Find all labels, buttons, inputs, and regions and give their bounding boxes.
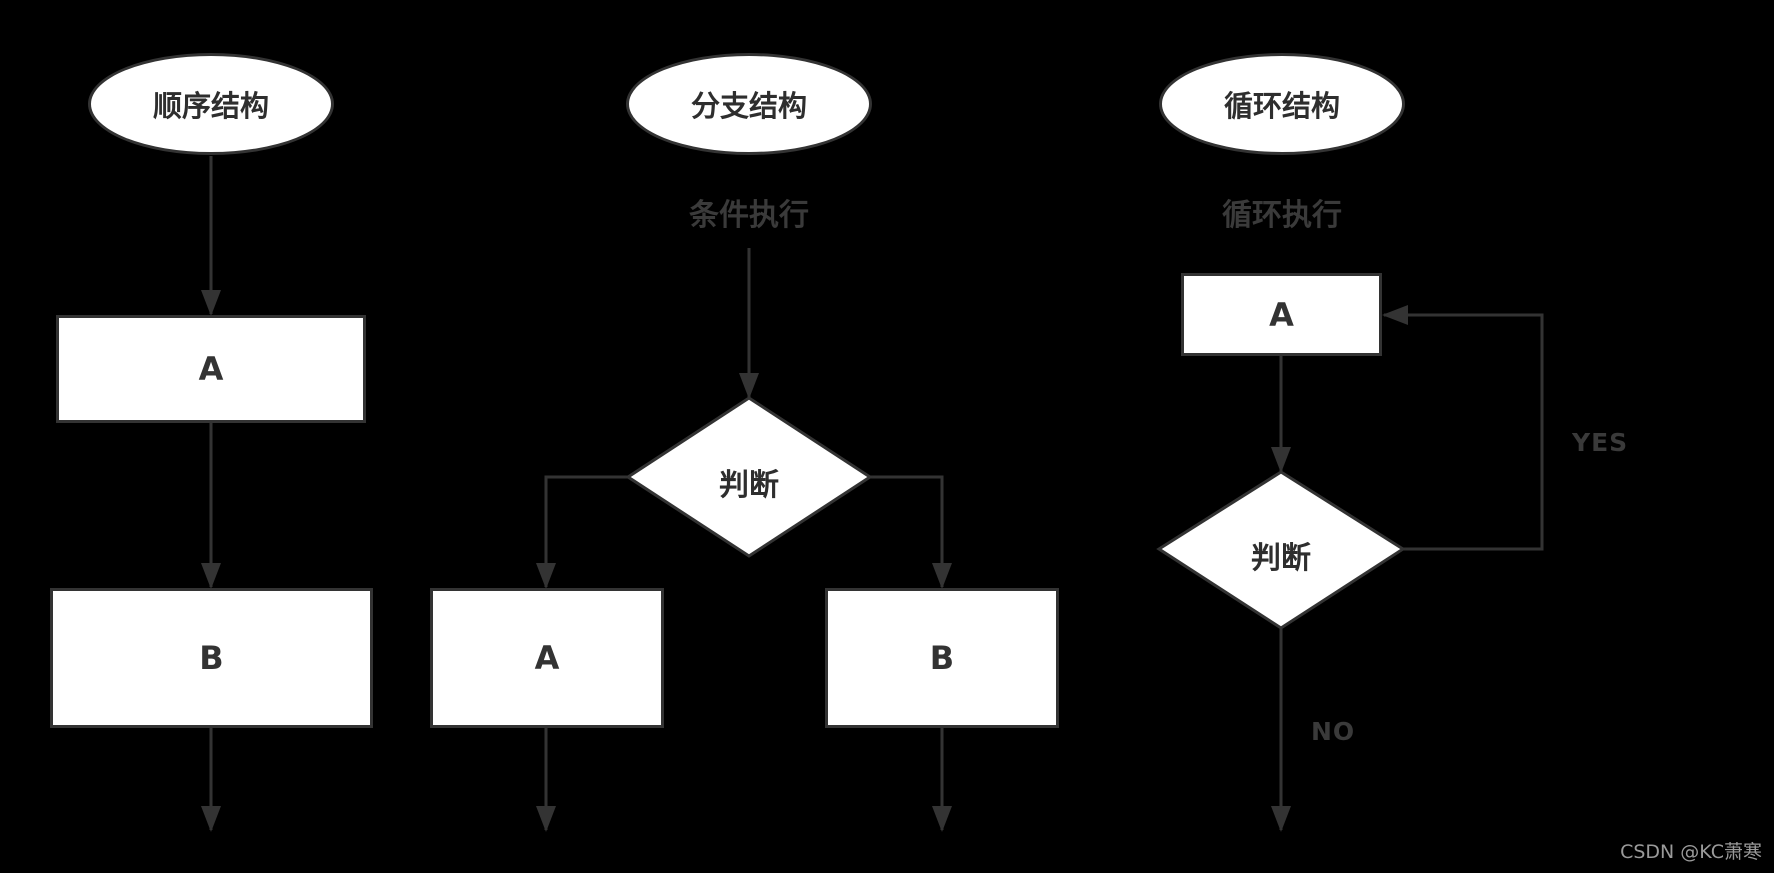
watermark: CSDN @KC萧寒 bbox=[1620, 841, 1762, 863]
seq-box-b: B bbox=[50, 588, 373, 728]
branch-start-ellipse: 分支结构 bbox=[626, 53, 872, 155]
no-label: NO bbox=[1311, 717, 1356, 746]
connector-loop-yes-back bbox=[1382, 305, 1544, 551]
seq-box-a: A bbox=[56, 315, 366, 423]
connector-branch-decision-to-a bbox=[536, 475, 628, 589]
seq-box-b-label: B bbox=[199, 639, 224, 677]
yes-label: YES bbox=[1572, 428, 1629, 457]
seq-title: 顺序结构 bbox=[152, 89, 269, 123]
branch-decision-diamond bbox=[625, 396, 873, 558]
branch-box-a: A bbox=[430, 588, 664, 728]
seq-start-ellipse: 顺序结构 bbox=[88, 53, 334, 155]
loop-decision-diamond bbox=[1156, 470, 1406, 630]
branch-box-b-label: B bbox=[929, 639, 955, 677]
branch-box-b: B bbox=[825, 588, 1059, 728]
seq-box-a-label: A bbox=[198, 350, 224, 388]
branch-condition-label: 条件执行 bbox=[689, 198, 809, 233]
loop-exec-label: 循环执行 bbox=[1222, 198, 1342, 233]
loop-start-ellipse: 循环结构 bbox=[1159, 53, 1405, 155]
loop-box-a-label: A bbox=[1269, 295, 1294, 334]
branch-box-a-label: A bbox=[534, 639, 560, 677]
loop-decision-label: 判断 bbox=[1251, 541, 1311, 576]
branch-title: 分支结构 bbox=[690, 89, 807, 123]
loop-box-a: A bbox=[1181, 273, 1382, 356]
connector-branch-decision-to-b bbox=[870, 475, 952, 589]
loop-title: 循环结构 bbox=[1223, 89, 1340, 123]
branch-decision-label: 判断 bbox=[719, 468, 779, 503]
